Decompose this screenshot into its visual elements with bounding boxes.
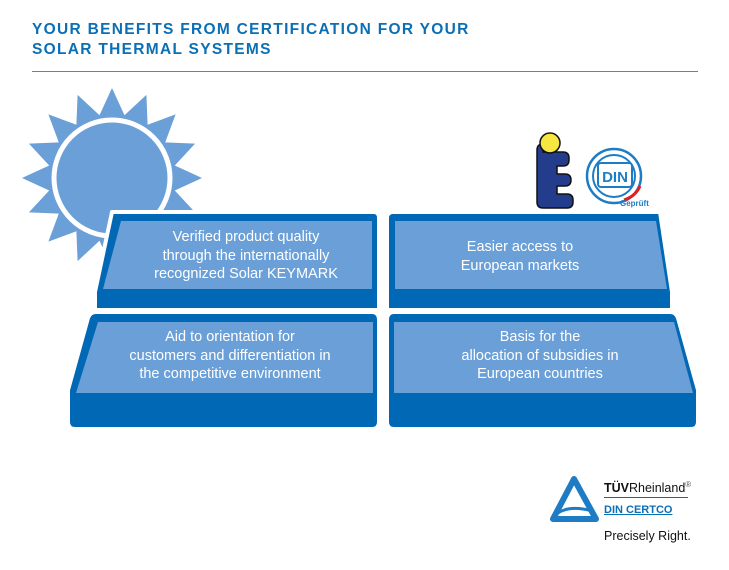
- panel-bottom-left: [66, 310, 381, 431]
- gepruft-text: Geprüft: [620, 199, 649, 208]
- panel-text-subsidies: Basis for the allocation of subsidies in…: [400, 328, 680, 384]
- panel-top-left: [93, 210, 381, 312]
- text-line: customers and differentiation in: [129, 347, 331, 364]
- panel-top-right: [385, 210, 674, 312]
- title-line-1: YOUR BENEFITS FROM CERTIFICATION FOR YOU…: [32, 21, 470, 38]
- tuv-triangle-logo: [550, 476, 599, 522]
- dincertco-label: DIN CERTCO: [604, 504, 673, 516]
- panel-text-markets: Easier access to European markets: [400, 238, 640, 275]
- registered-mark: ®: [685, 480, 692, 489]
- text-line: Aid to orientation for: [165, 329, 295, 345]
- panel-text-keymark: Verified product quality through the int…: [120, 228, 372, 284]
- tuv-rheinland-name: TÜVRheinland®: [604, 480, 691, 495]
- text-line: Verified product quality: [172, 229, 320, 245]
- title-line-2: SOLAR THERMAL SYSTEMS: [32, 41, 272, 58]
- page-title: YOUR BENEFITS FROM CERTIFICATION FOR YOU…: [32, 20, 470, 60]
- din-gepruft-logo: DIN Geprüft: [585, 147, 649, 208]
- tuv-bold: TÜV: [604, 481, 629, 496]
- text-line: European markets: [460, 257, 580, 274]
- divider: [32, 71, 698, 72]
- tuv-rest: Rheinland: [629, 481, 686, 496]
- panel-text-orientation: Aid to orientation for customers and dif…: [90, 328, 370, 384]
- text-line: recognized Solar KEYMARK: [154, 266, 338, 282]
- text-line: Basis for the: [499, 329, 581, 345]
- text-line: allocation of subsidies in: [461, 347, 619, 364]
- text-line: European countries: [477, 366, 603, 382]
- din-text: DIN: [602, 169, 628, 186]
- slogan: Precisely Right.: [604, 529, 691, 543]
- text-line: through the internationally: [162, 247, 330, 264]
- panel-bottom-right: [385, 310, 700, 431]
- text-line: the competitive environment: [139, 366, 321, 382]
- text-line: Easier access to: [466, 239, 574, 255]
- keymark-e-logo: [536, 132, 574, 209]
- tuv-divider: [604, 497, 688, 498]
